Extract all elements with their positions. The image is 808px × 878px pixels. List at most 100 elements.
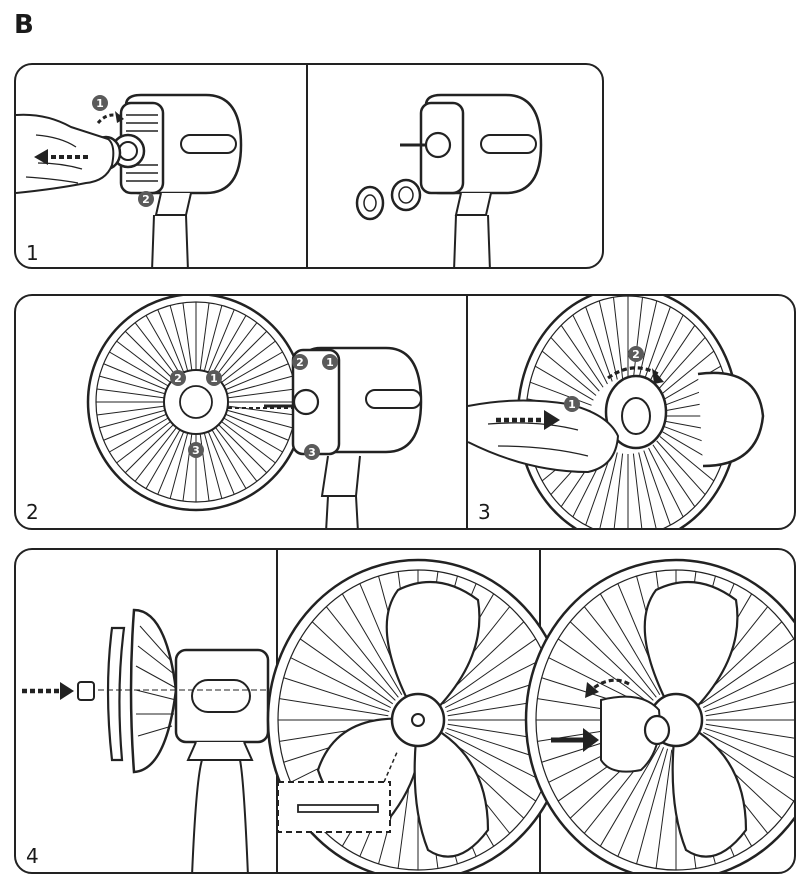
guard-spoke (223, 417, 283, 453)
guard-spoke (99, 375, 166, 395)
guard-spoke (124, 330, 174, 380)
step-4b-illustration (266, 558, 570, 872)
rotate-arrow-icon (96, 111, 124, 125)
guard-spoke (145, 429, 181, 489)
badge-2-step3-label: 2 (632, 348, 640, 361)
guard-spoke (103, 363, 167, 391)
guard-spoke (215, 322, 258, 377)
guard-spoke (705, 701, 794, 717)
guard-spoke (225, 413, 289, 441)
step-1a-illustration: 1 2 (16, 93, 243, 267)
badge-1-motor: 1 (322, 354, 338, 370)
badge-1-label: 1 (96, 97, 104, 110)
guard-spoke (703, 732, 794, 779)
step-number-3: 3 (478, 500, 491, 524)
guard-spoke (638, 452, 657, 528)
guard-spoke (659, 436, 715, 482)
guard-spoke (636, 748, 669, 865)
step-4a-illustration (22, 608, 270, 872)
guard-spoke (613, 453, 624, 528)
guard-spoke (704, 727, 794, 758)
guard-spoke (207, 431, 235, 495)
step-3-illustration: 1 2 (467, 296, 765, 528)
guard-spoke (109, 417, 169, 453)
badge-2-guard: 2 (170, 370, 186, 386)
push-arrow-icon (551, 728, 599, 752)
push-arrow-icon (34, 149, 88, 165)
badge-1: 1 (92, 95, 108, 111)
guard-spoke (221, 340, 276, 383)
guard-spoke (182, 302, 193, 371)
guard-spoke (145, 315, 181, 375)
row-1-divider (306, 65, 308, 267)
guard-spoke (311, 621, 396, 701)
guard-spoke (550, 337, 600, 392)
guard-spoke (632, 453, 643, 528)
guard-spoke (612, 297, 624, 379)
guard-spoke (215, 427, 258, 482)
guard-spoke (569, 621, 654, 701)
row-2-panel: 2 1 3 2 1 3 1 2 2 3 (14, 294, 796, 530)
fan-motor-icon (697, 371, 765, 468)
guard-spoke (652, 325, 696, 388)
guard-spoke (96, 388, 165, 399)
stand-pole (151, 214, 189, 267)
row-2-divider (466, 296, 468, 528)
guard-spoke (442, 638, 537, 705)
badge-3-motor-label: 3 (308, 446, 316, 459)
guard-spoke (218, 330, 268, 380)
guard-spoke (283, 677, 390, 713)
step-4c-illustration (524, 558, 794, 872)
guard-spoke (599, 593, 661, 696)
badge-2-step3: 2 (628, 346, 644, 362)
spinner-nut-icon (643, 714, 671, 746)
guard-spoke (583, 606, 657, 698)
guard-spoke (599, 452, 618, 528)
lock-ring-icon (390, 178, 422, 212)
badge-1-guard: 1 (206, 370, 222, 386)
step-number-1: 1 (26, 241, 39, 265)
badge-2: 2 (138, 191, 154, 207)
badge-1-step3-label: 1 (568, 398, 576, 411)
badge-3-guard: 3 (188, 442, 204, 458)
guard-spoke (225, 363, 289, 391)
badge-2-guard-label: 2 (174, 372, 182, 385)
guard-spoke (279, 698, 389, 717)
guard-spoke (325, 606, 399, 698)
guard-spoke (169, 432, 189, 499)
guard-spoke (199, 302, 210, 371)
guard-spoke (223, 351, 283, 387)
guard-spoke (572, 314, 608, 385)
guard-spoke (157, 309, 185, 373)
badge-3-motor: 3 (304, 444, 320, 460)
guard-spoke (557, 638, 652, 705)
guard-spoke (638, 300, 658, 380)
guard-spoke (226, 375, 293, 395)
guard-spoke (103, 413, 167, 441)
guard-spoke (221, 421, 276, 464)
guard-spoke (700, 638, 794, 705)
guard-spoke (534, 365, 594, 401)
step-1b-illustration (355, 93, 543, 267)
rotate-arrow-icon (607, 366, 664, 384)
guard-spoke (598, 300, 618, 380)
badge-1-step3: 1 (564, 396, 580, 412)
guard-spoke (96, 405, 165, 416)
guard-spoke (585, 306, 613, 382)
guard-spoke (124, 424, 174, 474)
guard-spoke (445, 657, 546, 708)
guard-spoke (207, 309, 235, 373)
step-2-illustration: 2 1 3 2 1 3 (86, 296, 423, 528)
guard-spoke (226, 409, 293, 429)
push-arrow-icon (22, 682, 74, 700)
fan-motor-icon (174, 648, 270, 872)
badge-3-guard-label: 3 (192, 444, 200, 457)
guard-spoke (169, 305, 189, 372)
guard-spoke (299, 638, 394, 705)
hand-icon (16, 113, 115, 194)
guard-spoke (134, 322, 177, 377)
guard-spoke (290, 657, 391, 708)
step-number-4: 4 (26, 844, 39, 868)
guard-spoke (599, 744, 661, 847)
guard-spoke (659, 350, 715, 396)
